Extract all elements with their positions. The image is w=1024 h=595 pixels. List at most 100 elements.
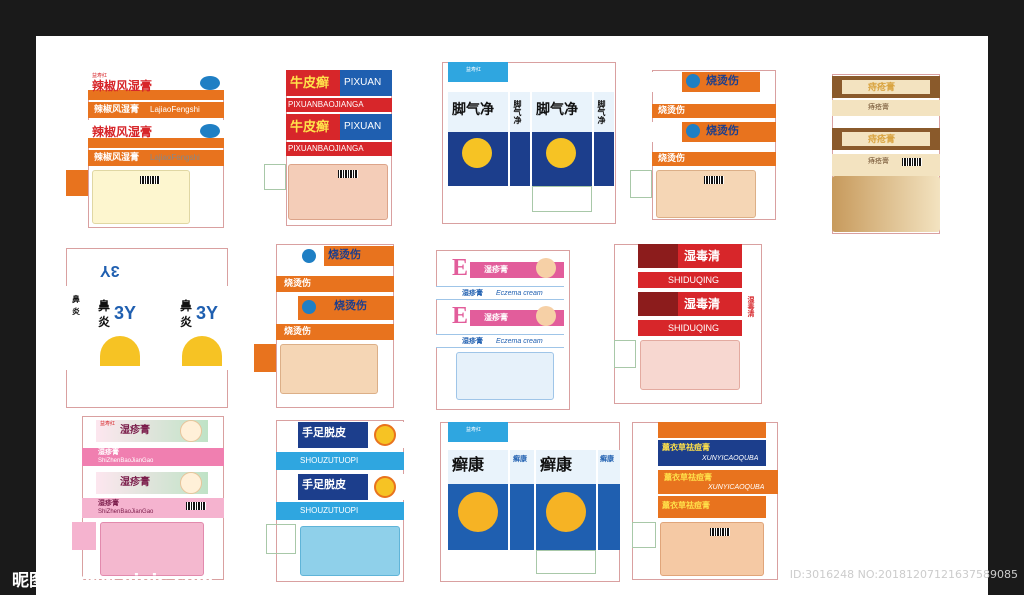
baby-face <box>536 306 556 326</box>
glue-flap <box>266 524 296 554</box>
top-flap: 3Y <box>94 258 144 284</box>
dark-red-band <box>638 244 678 268</box>
pinyin-label: XUNYICAOQUBA <box>702 455 759 462</box>
product-title: 脚气净 <box>536 101 578 117</box>
barcode <box>186 502 206 510</box>
brand-label: 益寿红 <box>466 427 482 433</box>
panel-back: 烧烫伤 <box>652 122 776 142</box>
navy-band <box>658 440 766 466</box>
side-title: 脚气净 <box>513 100 522 124</box>
brand-mark: 3Y <box>114 303 137 323</box>
red-band <box>678 292 742 316</box>
side-sub: 痔疮膏 <box>868 104 889 111</box>
red-band <box>286 114 340 140</box>
side-title: 烧烫伤 <box>658 105 686 115</box>
product-title: 手足脱皮 <box>302 427 346 439</box>
side-title: 烧烫伤 <box>284 326 312 336</box>
panel-side: 辣椒风湿膏 LajiaoFengshi <box>88 150 224 166</box>
panel-front: 烧烫伤 <box>298 246 394 266</box>
side-title: 辣椒风湿膏 <box>94 152 140 162</box>
panel-back: 湿疹膏 <box>96 470 208 496</box>
panel-side: 烧烫伤 <box>276 324 394 340</box>
side-title: 湿疹膏 <box>462 338 483 345</box>
panel-front: E 湿疹膏 <box>450 256 564 282</box>
side-title: 湿疹膏 <box>98 500 119 507</box>
side-pinyin: SHOUZUTUOPI <box>300 456 359 465</box>
panel-front: 手足脱皮 <box>298 422 404 448</box>
product-title: 薰衣草祛痘膏 <box>662 501 710 510</box>
bottom-flap <box>532 186 592 212</box>
orange-band <box>324 246 394 266</box>
panel-back: 脚气净 <box>532 92 592 186</box>
nose-graphic <box>182 336 222 366</box>
panel-front: 益寿红 辣椒风湿膏 <box>88 72 224 100</box>
info-panel <box>280 344 378 394</box>
product-title: 湿毒清 <box>684 297 721 311</box>
panel-side: 痔疮膏 <box>832 154 940 176</box>
panel-side-right <box>148 286 174 370</box>
info-panel <box>456 352 554 400</box>
glue-flap <box>614 340 636 368</box>
panel-front: 烧烫伤 <box>652 72 760 92</box>
glue-flap <box>630 170 652 198</box>
cream-band <box>842 80 930 94</box>
product-title: 湿疹膏 <box>484 313 508 322</box>
info-panel <box>640 340 740 390</box>
product-title: 癣康 <box>452 457 485 474</box>
letter-mark: E <box>452 256 469 281</box>
gold-orb <box>458 492 498 532</box>
side-title: 癣康 <box>513 456 527 463</box>
orange-band <box>682 122 776 142</box>
panel-back: 辣椒风湿膏 <box>88 120 224 148</box>
product-emblem <box>200 124 220 138</box>
dieline-outline <box>442 62 616 224</box>
image-id-watermark: ID:3016248 NO:20181207121637589085 <box>789 568 1018 581</box>
product-title: 辣椒风湿膏 <box>92 79 153 93</box>
panel-back: 湿毒清 <box>638 292 742 316</box>
side-pinyin: ShiZhenBaoJianGao <box>98 458 154 464</box>
pink-tab <box>72 522 96 550</box>
panel-side: PIXUANBAOJIANGA <box>286 142 392 156</box>
panel-front: 薰衣草祛痘膏 XUNYICAOQUBA <box>658 440 766 466</box>
product-title: 痔疮膏 <box>868 134 896 144</box>
panel-side: 脚气净 <box>510 92 530 186</box>
product-title: 烧烫伤 <box>334 300 367 312</box>
product-title: 辣椒风湿膏 <box>92 125 153 139</box>
baby-face <box>180 420 202 442</box>
panel-side: 辣椒风湿膏 LajiaoFengshi <box>88 102 224 118</box>
product-title: 烧烫伤 <box>706 125 739 137</box>
gold-orb <box>546 492 586 532</box>
red-band <box>678 244 742 268</box>
panel-front: 鼻 炎 3Y <box>94 286 146 370</box>
side-pinyin: SHOUZUTUOPI <box>300 506 359 515</box>
side-title: 脚气净 <box>597 100 606 124</box>
logo-mark <box>686 74 700 88</box>
side-sub: 痔疮膏 <box>868 158 889 165</box>
panel-side: SHIDUQING <box>638 272 742 288</box>
glue-flap <box>264 164 286 190</box>
side-title: 辣椒风湿膏 <box>94 104 140 114</box>
baby-face <box>180 472 202 494</box>
logo-mark <box>302 249 316 263</box>
panel-back: 牛皮癣 PIXUAN <box>286 114 392 140</box>
pinyin-label: PIXUAN <box>344 121 382 132</box>
product-title: 湿疹膏 <box>120 477 150 488</box>
cream-band <box>842 132 930 146</box>
orange-band <box>682 72 760 92</box>
panel-front: 益寿红 湿疹膏 <box>96 418 208 444</box>
side-title: 湿疹膏 <box>462 290 483 297</box>
side-pinyin: SHIDUQING <box>668 275 720 285</box>
info-panel <box>92 170 190 224</box>
panel-side: PIXUANBAOJIANGA <box>286 98 392 112</box>
orange-tab <box>66 170 88 196</box>
orange-band <box>88 90 224 100</box>
side-title-2: 炎 <box>72 307 80 316</box>
navy-band <box>298 422 368 448</box>
side-pinyin: ShiZhenBaoJianGao <box>98 509 154 515</box>
product-title: 癣康 <box>540 457 573 474</box>
brand-label: 益寿红 <box>92 73 108 79</box>
artboard: 益寿红 辣椒风湿膏 辣椒风湿膏 LajiaoFengshi 辣椒风湿膏 辣椒风湿… <box>36 36 988 595</box>
product-title-2: 炎 <box>180 315 193 329</box>
gold-circle <box>546 138 576 168</box>
product-title: 痔疮膏 <box>868 82 896 92</box>
